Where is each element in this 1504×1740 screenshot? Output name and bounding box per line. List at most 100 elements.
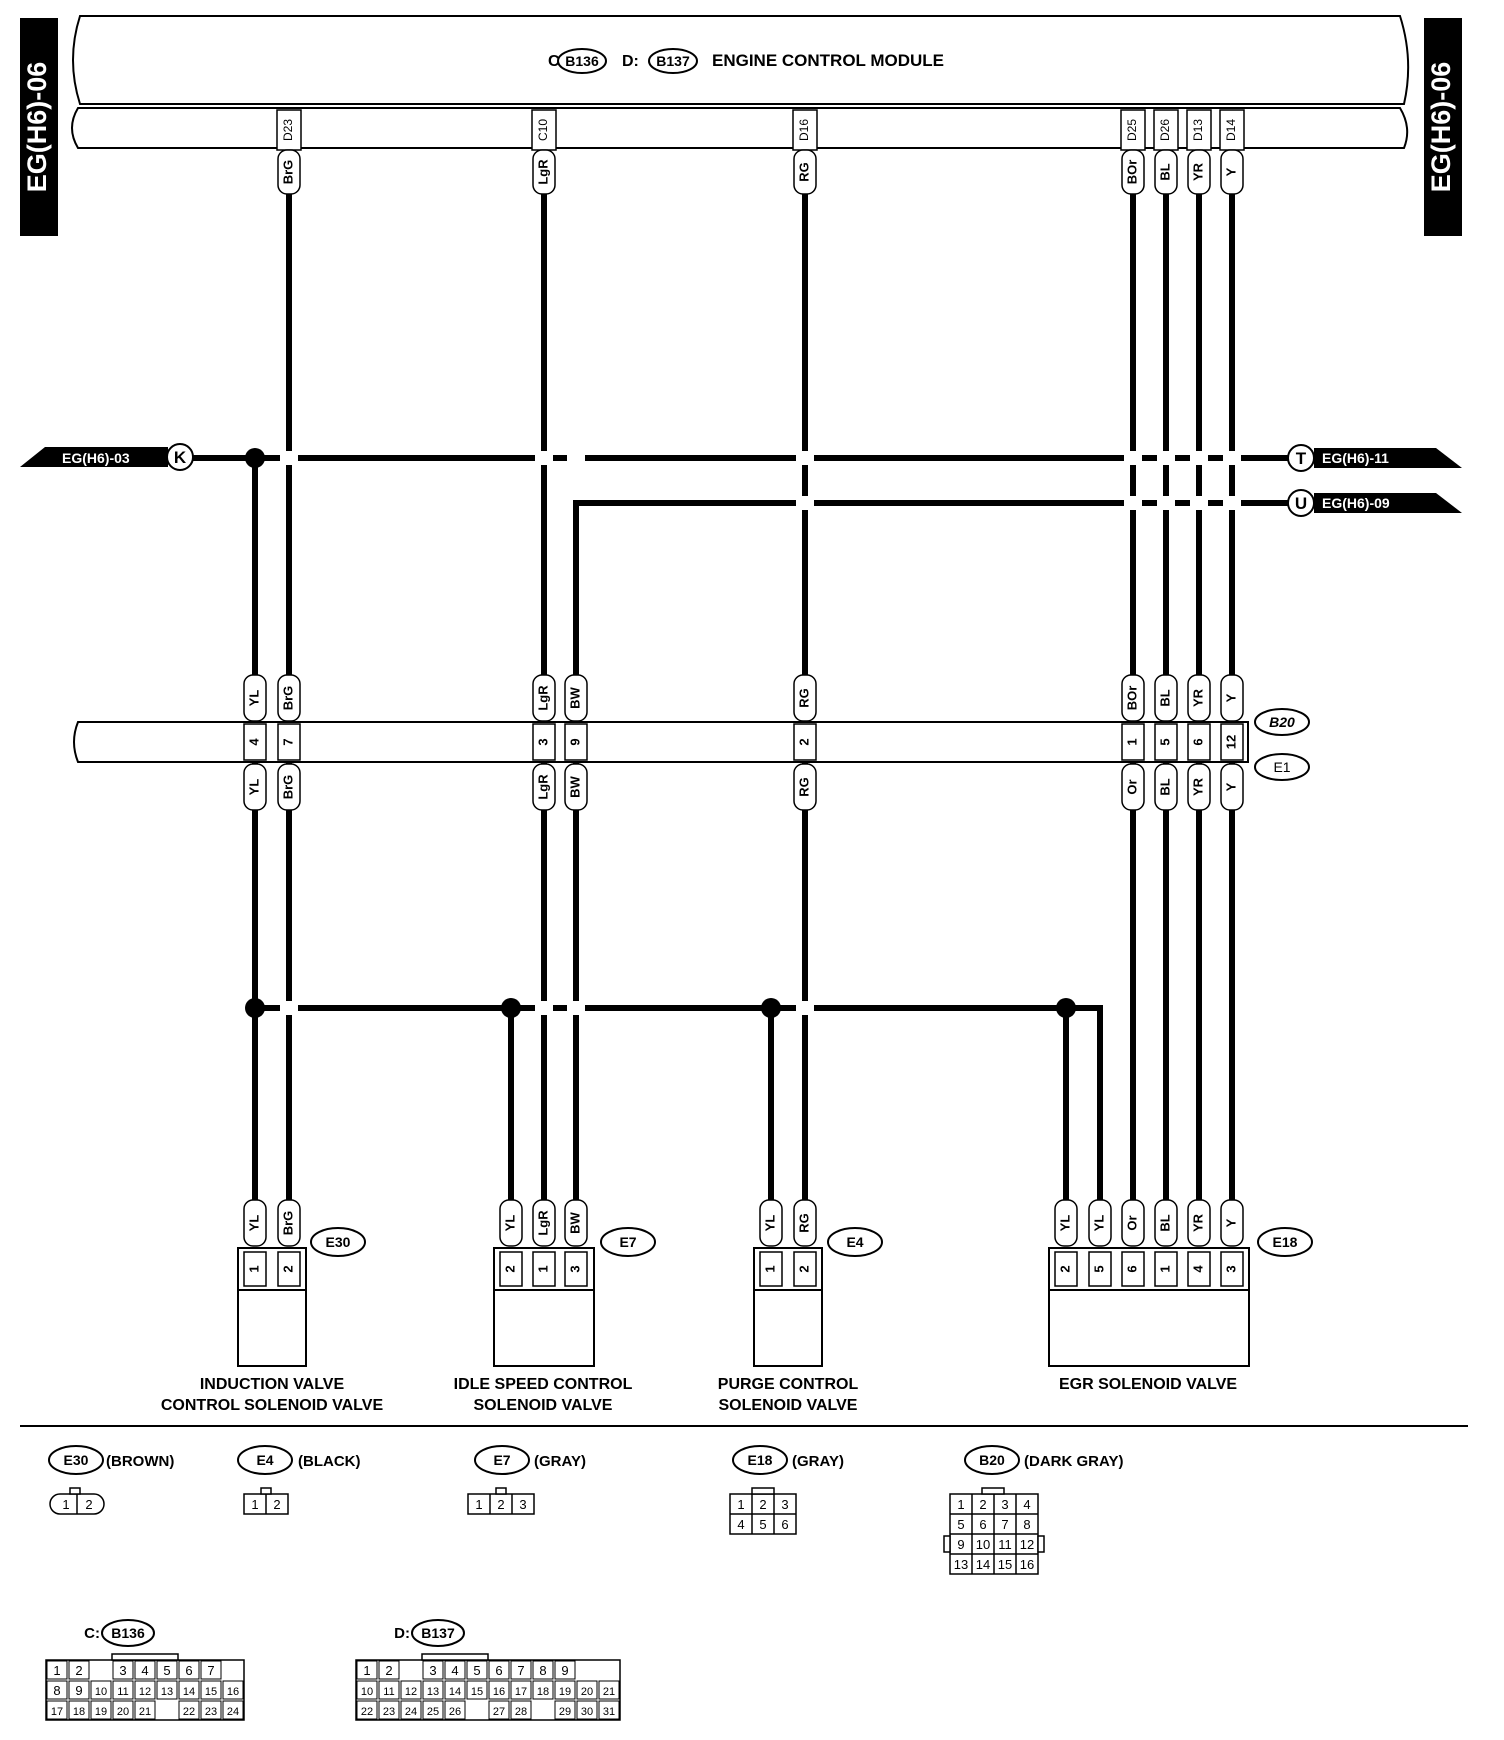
ecm-title: ENGINE CONTROL MODULE — [712, 51, 944, 70]
ecm-pin-number: 23 — [383, 1706, 395, 1718]
harness-pin: 12 — [1223, 735, 1238, 749]
harness-pin: 4 — [246, 738, 261, 746]
wire-color-tag: BL — [1157, 778, 1172, 795]
ecm-pin-cell — [200, 1680, 222, 1700]
ecm-pin-number: 4 — [451, 1663, 458, 1678]
component-pin: 2 — [280, 1265, 295, 1272]
component-name: PURGE CONTROL — [718, 1376, 859, 1393]
legend-e30: E30 (BROWN) 1 2 — [48, 1445, 174, 1515]
wire-color-tag: BrG — [280, 686, 295, 711]
ecm-pin-cell — [554, 1700, 576, 1720]
ecm-pin-cell — [112, 1700, 134, 1720]
ecm-pin-number: 15 — [205, 1686, 217, 1698]
ecm-pin-cell — [156, 1660, 178, 1680]
wire-color-tag: BW — [567, 1211, 582, 1233]
wire-color-tag: LgR — [535, 774, 550, 800]
ecm-pin-number: 19 — [95, 1706, 107, 1718]
ecm-pin-cell — [178, 1700, 200, 1720]
ecm-pin-cell — [532, 1680, 554, 1700]
b20-pin-numbers: 4 7 3 9 2 1 5 6 12 — [243, 723, 1244, 761]
legend-e18: E18 (GRAY) 1 2 3 4 5 6 — [729, 1445, 844, 1535]
ecm-pin-cell — [422, 1660, 444, 1680]
ecm-connector-prefix: C: — [84, 1625, 100, 1642]
wire-color-tag: Or — [1124, 779, 1139, 794]
ecm-wires — [286, 190, 1235, 1200]
ecm-pin-cell — [68, 1660, 90, 1680]
harness-pin: 5 — [1157, 738, 1172, 745]
legend-pin: 2 — [273, 1497, 280, 1512]
legend-e4: E4 (BLACK) 1 2 — [237, 1445, 360, 1515]
wire-color-tag: YR — [1190, 777, 1205, 796]
legend-pin: 1 — [957, 1497, 964, 1512]
wire-color-tag: LgR — [535, 1210, 550, 1236]
wire-color-tag: BrG — [280, 775, 295, 800]
legend-pin: 16 — [1020, 1557, 1034, 1572]
ecm-pin-number: 20 — [117, 1706, 129, 1718]
legend-pin: 4 — [737, 1517, 744, 1532]
wire-color-tag: RG — [796, 162, 811, 182]
ecm-pin-number: 17 — [51, 1706, 63, 1718]
component-conn-e18: E18 — [1273, 1234, 1298, 1250]
component-name: SOLENOID VALVE — [474, 1397, 613, 1414]
ecm-pin-number: 7 — [517, 1663, 524, 1678]
ecm-pin-cell — [378, 1680, 400, 1700]
legend-color-name: (GRAY) — [534, 1453, 586, 1470]
legend-pin: 1 — [62, 1497, 69, 1512]
wire-color-tag: YR — [1190, 162, 1205, 181]
ecm-pin-cell — [46, 1700, 68, 1720]
ecm-pin-cell — [422, 1680, 444, 1700]
legend-pin: 6 — [781, 1517, 788, 1532]
wire-color-tag: BOr — [1124, 160, 1139, 185]
ecm-conn-c: B136 — [565, 53, 599, 69]
component-name: INDUCTION VALVE — [200, 1376, 345, 1393]
offpage-arrow-u-label: EG(H6)-09 — [1322, 495, 1390, 511]
ecm-pin-cell — [532, 1660, 554, 1680]
side-tab-left-label: EG(H6)-06 — [22, 62, 52, 193]
component-pin: 1 — [1157, 1265, 1172, 1272]
legend-pin: 8 — [1023, 1517, 1030, 1532]
ecm-pin-number: 31 — [603, 1706, 615, 1718]
wire-color-tag: Or — [1124, 1215, 1139, 1230]
ecm-pin-number: 13 — [427, 1686, 439, 1698]
ecm-pin-cell — [466, 1680, 488, 1700]
side-tab-right-label: EG(H6)-06 — [1426, 62, 1456, 193]
component-pin: 2 — [1057, 1265, 1072, 1272]
ecm-pin-cell — [90, 1700, 112, 1720]
component-pin: 1 — [246, 1265, 261, 1272]
offpage-arrow-t-label: EG(H6)-11 — [1322, 450, 1389, 466]
ecm-pin-number: 27 — [493, 1706, 505, 1718]
harness-pin: 6 — [1190, 738, 1205, 745]
component-e18: YL YL Or BL YR Y 2 5 6 1 4 3 E18 EGR SOL… — [1048, 1199, 1313, 1393]
ecm-prefix-d: D: — [622, 53, 639, 70]
wire-color-tag: YL — [502, 1215, 517, 1232]
ecm-pin-number: 5 — [473, 1663, 480, 1678]
ecm-pin-cell — [46, 1680, 68, 1700]
ecm-connector-badge — [411, 1619, 465, 1647]
offpage-arrow-u-letter: U — [1295, 494, 1307, 513]
e1-bottom-colors: YL BrG LgR BW RG Or BL YR Y — [243, 763, 1244, 811]
ecm-pin: D13 — [1191, 119, 1205, 141]
ecm-pin-cell — [356, 1660, 378, 1680]
ecm-pin-number: 2 — [75, 1663, 82, 1678]
ecm-pin: D14 — [1224, 119, 1238, 141]
legend-conn-e18: E18 — [748, 1452, 773, 1468]
wire-color-tag: Y — [1223, 782, 1238, 791]
legend-e7: E7 (GRAY) 1 2 3 — [467, 1445, 586, 1515]
ecm-pin-number: 10 — [361, 1686, 373, 1698]
ecm-connector-prefix: D: — [394, 1625, 410, 1642]
ecm-pin-cell — [378, 1660, 400, 1680]
harness-pin: 7 — [280, 738, 295, 745]
b20-top-colors: YL BrG LgR BW RG BOr BL YR Y — [243, 674, 1244, 722]
legend-pin: 7 — [1001, 1517, 1008, 1532]
ecm-pin-cell — [46, 1660, 68, 1680]
harness-pin: 9 — [567, 738, 582, 745]
ecm-pin-number: 14 — [449, 1686, 461, 1698]
ecm-pin-number: 18 — [537, 1686, 549, 1698]
legend-color-name: (DARK GRAY) — [1024, 1453, 1123, 1470]
ecm-connector-name: B137 — [421, 1625, 455, 1641]
component-conn-e30: E30 — [326, 1234, 351, 1250]
offpage-arrow-k-letter: K — [174, 448, 187, 467]
component-pin: 2 — [502, 1265, 517, 1272]
offpage-arrow-t: T EG(H6)-11 — [1287, 444, 1462, 472]
component-pin: 1 — [762, 1265, 777, 1272]
